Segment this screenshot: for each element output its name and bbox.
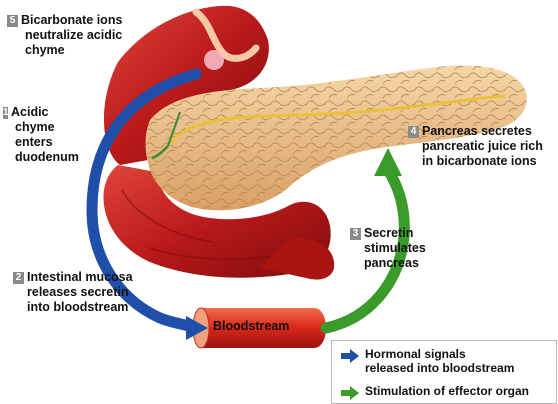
label-line: stimulates — [350, 241, 426, 256]
label-line: into bloodstream — [13, 300, 133, 315]
step-number: 4 — [408, 126, 419, 138]
label-line: neutralize acidic — [7, 28, 122, 43]
legend-text: Hormonal signals — [365, 347, 514, 361]
label-line: Intestinal mucosa — [27, 270, 133, 284]
step-number: 2 — [13, 272, 24, 284]
label-line: Pancreas secretes — [422, 124, 532, 138]
label-line: chyme — [7, 43, 122, 58]
label-line: Secretin — [364, 226, 413, 240]
legend-text: released into bloodstream — [365, 361, 514, 375]
label-line: Bicarbonate ions — [21, 13, 122, 27]
bloodstream-label: Bloodstream — [213, 319, 289, 333]
green-arrow-icon — [341, 386, 359, 400]
label-line: chyme — [3, 120, 79, 135]
legend: Hormonal signals released into bloodstre… — [331, 340, 557, 404]
step-number: 3 — [350, 228, 361, 240]
label-line: Acidic — [11, 105, 49, 119]
step-number: 5 — [7, 15, 18, 27]
label-line: pancreatic juice rich — [408, 139, 543, 154]
label-line: releases secretin — [13, 285, 133, 300]
label-line: duodenum — [3, 150, 79, 165]
legend-text: Stimulation of effector organ — [365, 384, 529, 398]
stimulation-arrowhead — [374, 148, 402, 176]
step-number: 1 — [3, 107, 8, 119]
blue-arrow-icon — [341, 349, 359, 363]
label-line: enters — [3, 135, 79, 150]
label-line: in bicarbonate ions — [408, 154, 543, 169]
label-line: pancreas — [350, 256, 426, 271]
